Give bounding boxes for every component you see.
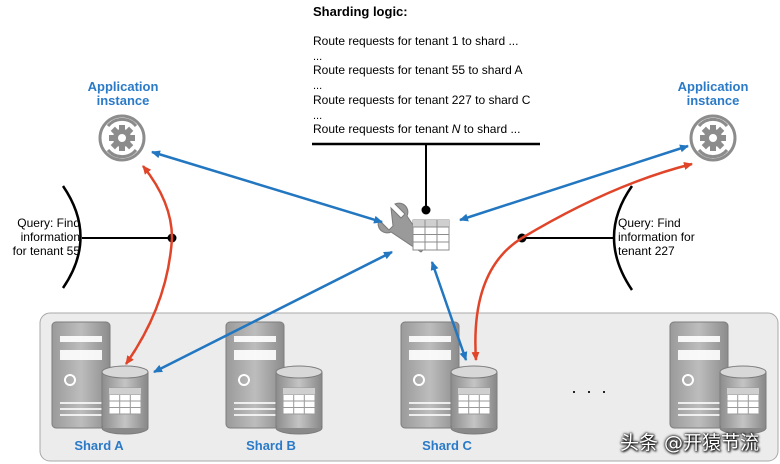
arrow-router-shard-a xyxy=(153,250,393,374)
shard-c-label: Shard C xyxy=(422,438,472,453)
app-instance-left-icon xyxy=(98,114,146,162)
app-instance-left-line2: instance xyxy=(96,93,150,108)
arrow-app-left-router xyxy=(151,150,383,224)
query-left-line3: for tenant 55 xyxy=(12,244,80,258)
arrow-query-right-shard-c xyxy=(471,236,523,361)
sharding-rule-gap: ... xyxy=(313,51,323,63)
sharding-rule-line: Route requests for tenant 55 to shard A xyxy=(313,63,523,77)
sharding-rule-gap: ... xyxy=(313,110,323,122)
app-instance-right-icon xyxy=(689,114,737,162)
app-instance-left-line1: Application xyxy=(87,79,159,94)
sharding-logic-title: Sharding logic: xyxy=(313,4,408,19)
query-left-arc xyxy=(61,185,82,289)
app-instance-right-line1: Application xyxy=(677,79,749,94)
query-left-label: Query: Find information for tenant 55 xyxy=(4,216,80,258)
query-right-line1: Query: Find xyxy=(618,216,681,230)
sharding-logic-dot xyxy=(421,205,431,215)
shard-a-label: Shard A xyxy=(74,438,124,453)
arrow-query-right-app xyxy=(521,162,693,240)
sharding-rule-prefix: Route requests for tenant xyxy=(313,122,452,136)
arrow-query-left-shard-a xyxy=(124,237,174,365)
shard-b-label: Shard B xyxy=(246,438,296,453)
arrow-query-left-app xyxy=(142,165,174,239)
arrow-router-shard-c xyxy=(430,261,468,361)
sharding-rule-line: Route requests for tenant 1 to shard ... xyxy=(313,34,519,48)
shard-map-router-icon xyxy=(377,202,450,253)
app-instance-left-label: Application instance xyxy=(68,80,178,108)
arrow-router-app-right xyxy=(459,144,689,222)
more-shards-ellipsis: · · · xyxy=(571,381,609,401)
sharding-rule-suffix: to shard ... xyxy=(460,122,521,136)
sharding-rule-line: Route requests for tenant 227 to shard C xyxy=(313,93,531,107)
sharding-rule-variable: N xyxy=(451,122,461,136)
sharding-rule-line: Route requests for tenant N to shard ... xyxy=(313,122,520,136)
watermark: 头条 @开猿节流 xyxy=(620,432,760,454)
query-left-line1: Query: Find xyxy=(17,216,80,230)
app-instance-right-line2: instance xyxy=(686,93,740,108)
query-right-line3: tenant 227 xyxy=(618,244,675,258)
query-left-line2: information xyxy=(20,230,80,244)
app-instance-right-label: Application instance xyxy=(658,80,768,108)
sharding-rule-gap: ... xyxy=(313,80,323,92)
query-right-line2: information for xyxy=(618,230,695,244)
query-right-label: Query: Find information for tenant 227 xyxy=(618,216,718,258)
